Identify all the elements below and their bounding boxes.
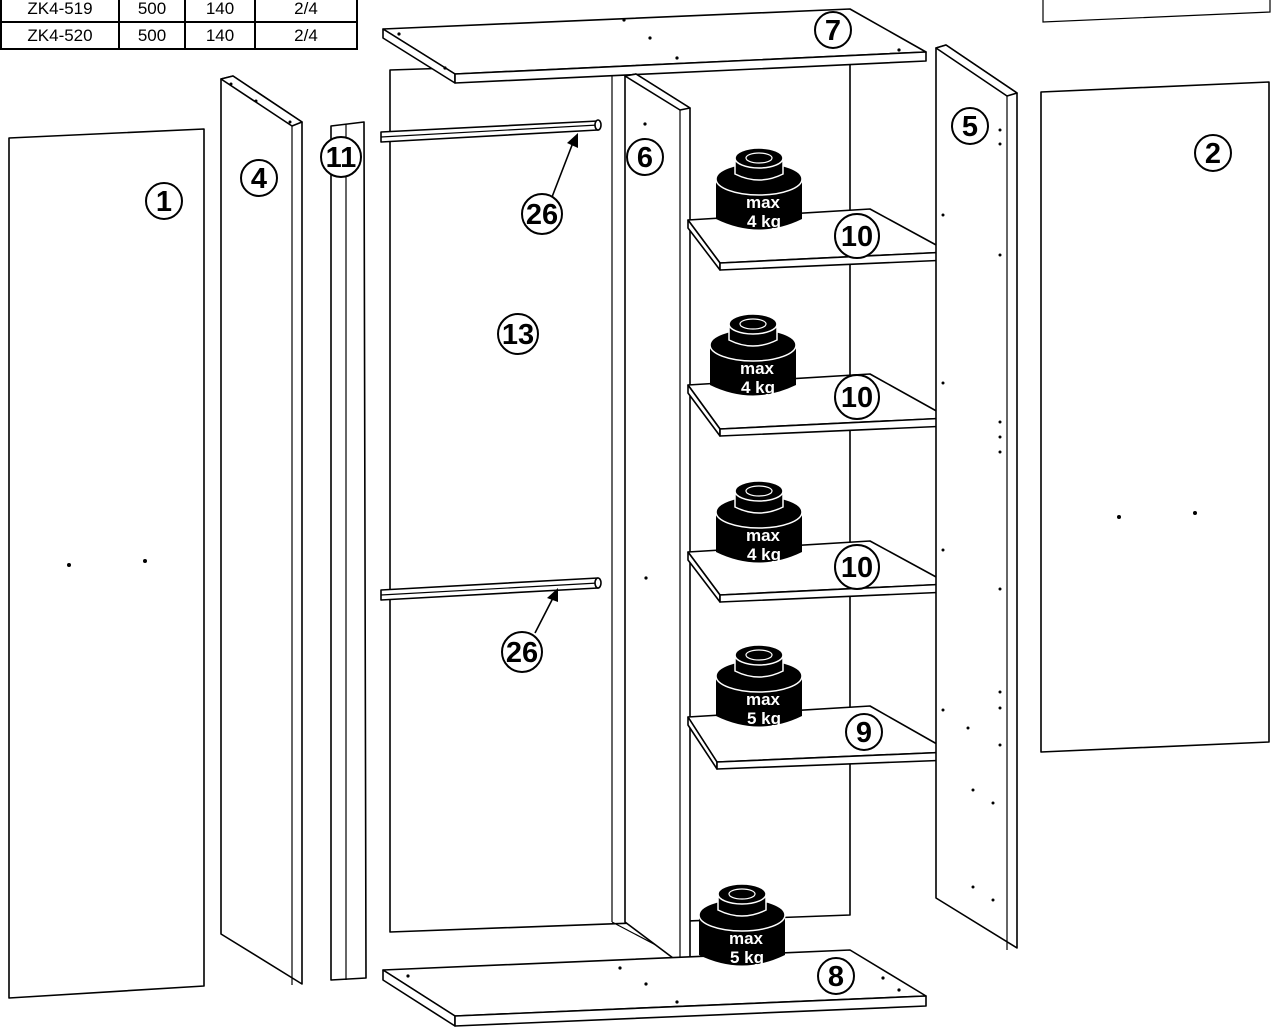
- weight-limit-max-label: max: [729, 929, 764, 948]
- callout-number: 10: [841, 221, 873, 253]
- part-callout-4: 4: [240, 159, 278, 197]
- hanging-rail-26-bottom: [380, 577, 602, 601]
- part-callout-10: 10: [834, 544, 880, 590]
- callout-number: 10: [841, 552, 873, 584]
- side-panel-5: [935, 44, 1018, 950]
- weight-limit-value-label: 5 kg: [730, 948, 764, 967]
- weight-limit-max-label: max: [746, 690, 781, 709]
- callout-circle: [951, 107, 989, 145]
- callout-number: 1: [156, 186, 172, 218]
- table-row: ZK4-519 500 140 2/4: [0, 0, 358, 23]
- part-length: 500: [118, 21, 186, 50]
- callout-circle: [814, 11, 852, 49]
- part-callout-2: 2: [1194, 134, 1232, 172]
- part-callout-7: 7: [814, 11, 852, 49]
- part-callout-10: 10: [834, 374, 880, 420]
- part-callout-10: 10: [834, 213, 880, 259]
- callout-circle: [834, 213, 880, 259]
- part-width: 140: [184, 21, 256, 50]
- part-callout-26: 26: [501, 631, 543, 673]
- part-code: ZK4-520: [0, 21, 120, 50]
- callout-number: 7: [825, 15, 841, 47]
- callout-number: 6: [637, 142, 653, 174]
- callout-number: 5: [962, 111, 978, 143]
- door-panel-1: [8, 128, 205, 999]
- callout-circle: [521, 193, 563, 235]
- part-callout-8: 8: [817, 957, 855, 995]
- callout-circle: [834, 374, 880, 420]
- hanging-rail-26-top: [380, 119, 602, 143]
- arrow-26-top: [551, 133, 578, 198]
- part-callout-11: 11: [320, 136, 362, 178]
- callout-number: 8: [828, 961, 844, 993]
- part-callout-1: 1: [145, 182, 183, 220]
- door-panel-2: [1040, 81, 1270, 753]
- callout-circle: [240, 159, 278, 197]
- part-callout-9: 9: [845, 713, 883, 751]
- part-qty: 2/4: [254, 0, 358, 23]
- part-qty: 2/4: [254, 21, 358, 50]
- part-length: 500: [118, 0, 186, 23]
- part-width: 140: [184, 0, 256, 23]
- callout-number: 26: [526, 199, 558, 231]
- callout-circle: [817, 957, 855, 995]
- weight-limit-value-label: 5 kg: [747, 709, 781, 728]
- callout-number: 10: [841, 382, 873, 414]
- part-callout-5: 5: [951, 107, 989, 145]
- weight-limit-max-label: max: [746, 193, 781, 212]
- callout-circle: [320, 136, 362, 178]
- part-callout-13: 13: [497, 313, 539, 355]
- callout-number: 13: [502, 319, 534, 351]
- weight-limit-value-label: 4 kg: [747, 545, 781, 564]
- side-panel-4: [220, 75, 303, 985]
- callout-circle: [626, 138, 664, 176]
- weight-limit-value-label: 4 kg: [741, 378, 775, 397]
- weight-limit-value-label: 4 kg: [747, 212, 781, 231]
- parts-table: ZK4-519 500 140 2/4 ZK4-520 500 140 2/4: [0, 0, 358, 50]
- callout-circle: [501, 631, 543, 673]
- callout-circle: [845, 713, 883, 751]
- part-callout-26: 26: [521, 193, 563, 235]
- callout-number: 4: [251, 163, 267, 195]
- top-panel-7: [382, 8, 927, 84]
- callout-number: 11: [326, 142, 357, 174]
- weight-limit-max-label: max: [740, 359, 775, 378]
- callout-number: 9: [856, 717, 872, 749]
- callout-circle: [1194, 134, 1232, 172]
- arrow-26-bottom: [534, 588, 558, 634]
- part-code: ZK4-519: [0, 0, 120, 23]
- bottom-panel-8: [382, 949, 927, 1027]
- callout-circle: [145, 182, 183, 220]
- callout-number: 26: [506, 637, 538, 669]
- weight-limit-max-label: max: [746, 526, 781, 545]
- callout-circle: [497, 313, 539, 355]
- callout-circle: [834, 544, 880, 590]
- strip-panel-11: [330, 121, 367, 981]
- table-row: ZK4-520 500 140 2/4: [0, 21, 358, 50]
- partial-panel-top-right: [1042, 0, 1271, 23]
- part-callout-6: 6: [626, 138, 664, 176]
- divider-panel-6: [624, 73, 691, 965]
- callout-number: 2: [1205, 138, 1221, 170]
